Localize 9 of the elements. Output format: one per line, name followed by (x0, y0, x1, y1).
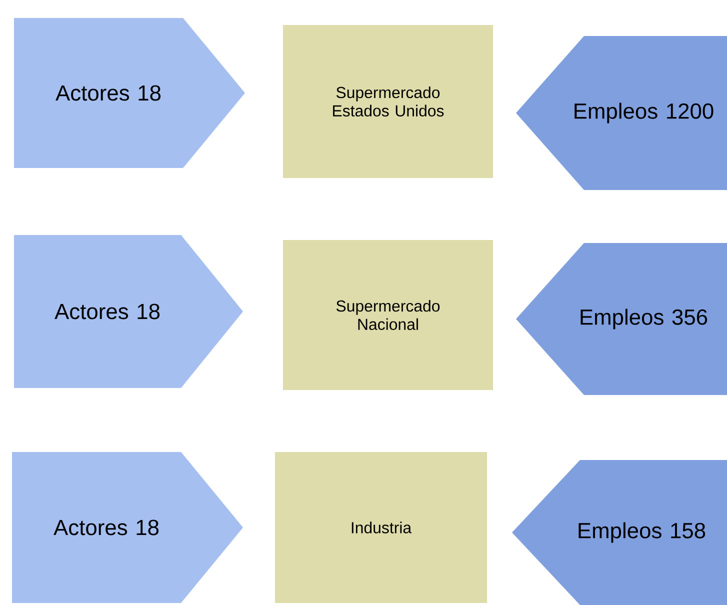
left-pointing-pentagon: Empleos 356 (516, 243, 727, 395)
right-pointing-pentagon: Actores 18 (14, 18, 245, 168)
left-pointing-pentagon: Empleos 158 (512, 460, 727, 605)
left-pointing-pentagon: Empleos 1200 (516, 36, 727, 190)
right-pointing-pentagon: Actores 18 (14, 235, 243, 388)
right-pointing-pentagon: Actores 18 (12, 452, 243, 603)
process-box: Supermercado Nacional (283, 240, 493, 390)
process-box: Industria (275, 452, 487, 603)
process-box: Supermercado Estados Unidos (283, 25, 493, 178)
